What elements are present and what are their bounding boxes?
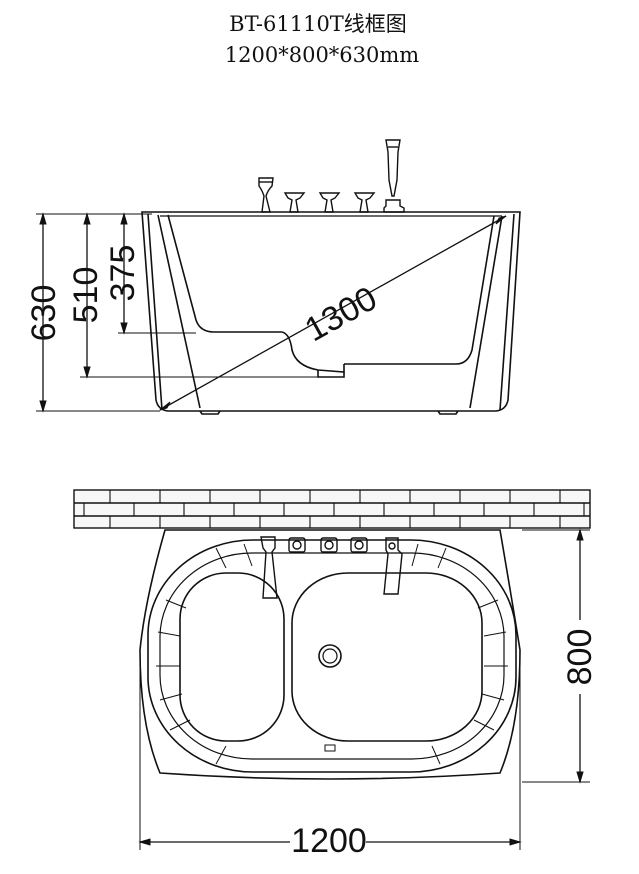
side-view-outline bbox=[141, 211, 521, 412]
wall-outline bbox=[73, 489, 591, 529]
tub-basin-left bbox=[179, 572, 285, 742]
tub-outer-outline bbox=[139, 529, 521, 780]
dim-seat-height: 510 bbox=[67, 267, 105, 324]
brick-wall bbox=[73, 489, 591, 529]
hand-shower-top-icon bbox=[383, 537, 403, 595]
left-wall-contour bbox=[147, 213, 282, 411]
hand-shower-icon bbox=[383, 139, 405, 213]
drawing-title: BT-61110T线框图 bbox=[229, 12, 407, 36]
tub-basin bbox=[291, 572, 483, 742]
handle-top-icon bbox=[288, 537, 306, 553]
handle-icon bbox=[318, 192, 341, 213]
handle-icon bbox=[283, 192, 306, 213]
tub-rim bbox=[147, 539, 517, 773]
drain-icon bbox=[318, 644, 342, 668]
top-fittings bbox=[260, 536, 403, 599]
handle-top-icon bbox=[320, 537, 338, 553]
spout-top-icon bbox=[260, 536, 278, 599]
top-dimensions bbox=[138, 528, 590, 850]
handle-top-icon bbox=[350, 537, 368, 553]
dim-width: 800 bbox=[561, 629, 599, 686]
bath-feet bbox=[199, 410, 459, 415]
drawing-dimensions: 1200*800*630mm bbox=[225, 43, 420, 67]
side-view bbox=[141, 211, 521, 415]
tub-rim-inner bbox=[159, 552, 505, 760]
faucet-set bbox=[258, 139, 405, 213]
handle-icon bbox=[353, 192, 376, 213]
dim-depth: 375 bbox=[104, 245, 142, 302]
dim-length: 1200 bbox=[291, 822, 367, 860]
right-wall-contour bbox=[344, 213, 515, 411]
dim-overall-height: 630 bbox=[25, 285, 63, 342]
overflow-icon bbox=[324, 744, 336, 752]
top-view bbox=[139, 529, 521, 780]
spout-icon bbox=[258, 177, 274, 213]
basin-profile bbox=[281, 331, 345, 373]
rim-segments bbox=[156, 543, 508, 765]
drain-detail bbox=[317, 370, 345, 378]
dim-diagonal: 1300 bbox=[299, 279, 384, 349]
side-dimensions bbox=[36, 212, 507, 413]
